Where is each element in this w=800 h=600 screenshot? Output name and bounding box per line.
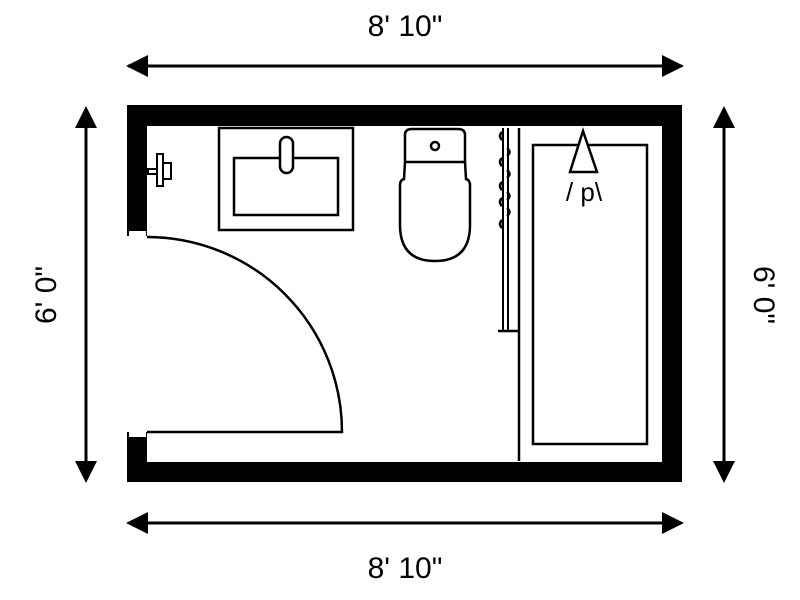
dimension-right-label: 6' 0" bbox=[747, 266, 780, 324]
shower-curtain bbox=[498, 128, 518, 333]
dimension-top: 8' 10" bbox=[126, 10, 684, 77]
walls bbox=[127, 105, 682, 482]
dimension-top-label: 8' 10" bbox=[368, 10, 443, 43]
shower-label: / p\ bbox=[566, 177, 603, 207]
bathtub: / p\ bbox=[517, 127, 649, 461]
faucet-icon bbox=[278, 135, 295, 175]
door-swing bbox=[146, 235, 344, 434]
shower-head-icon bbox=[568, 127, 599, 174]
toilet bbox=[398, 127, 472, 263]
dimension-right: 6' 0" bbox=[713, 106, 780, 483]
sink bbox=[217, 126, 355, 232]
towel-hook-icon bbox=[147, 153, 172, 187]
dimension-left-label: 6' 0" bbox=[30, 266, 63, 324]
dimension-bottom-label: 8' 10" bbox=[368, 552, 443, 585]
dimension-bottom: 8' 10" bbox=[126, 512, 684, 585]
dimension-left: 6' 0" bbox=[30, 106, 97, 483]
